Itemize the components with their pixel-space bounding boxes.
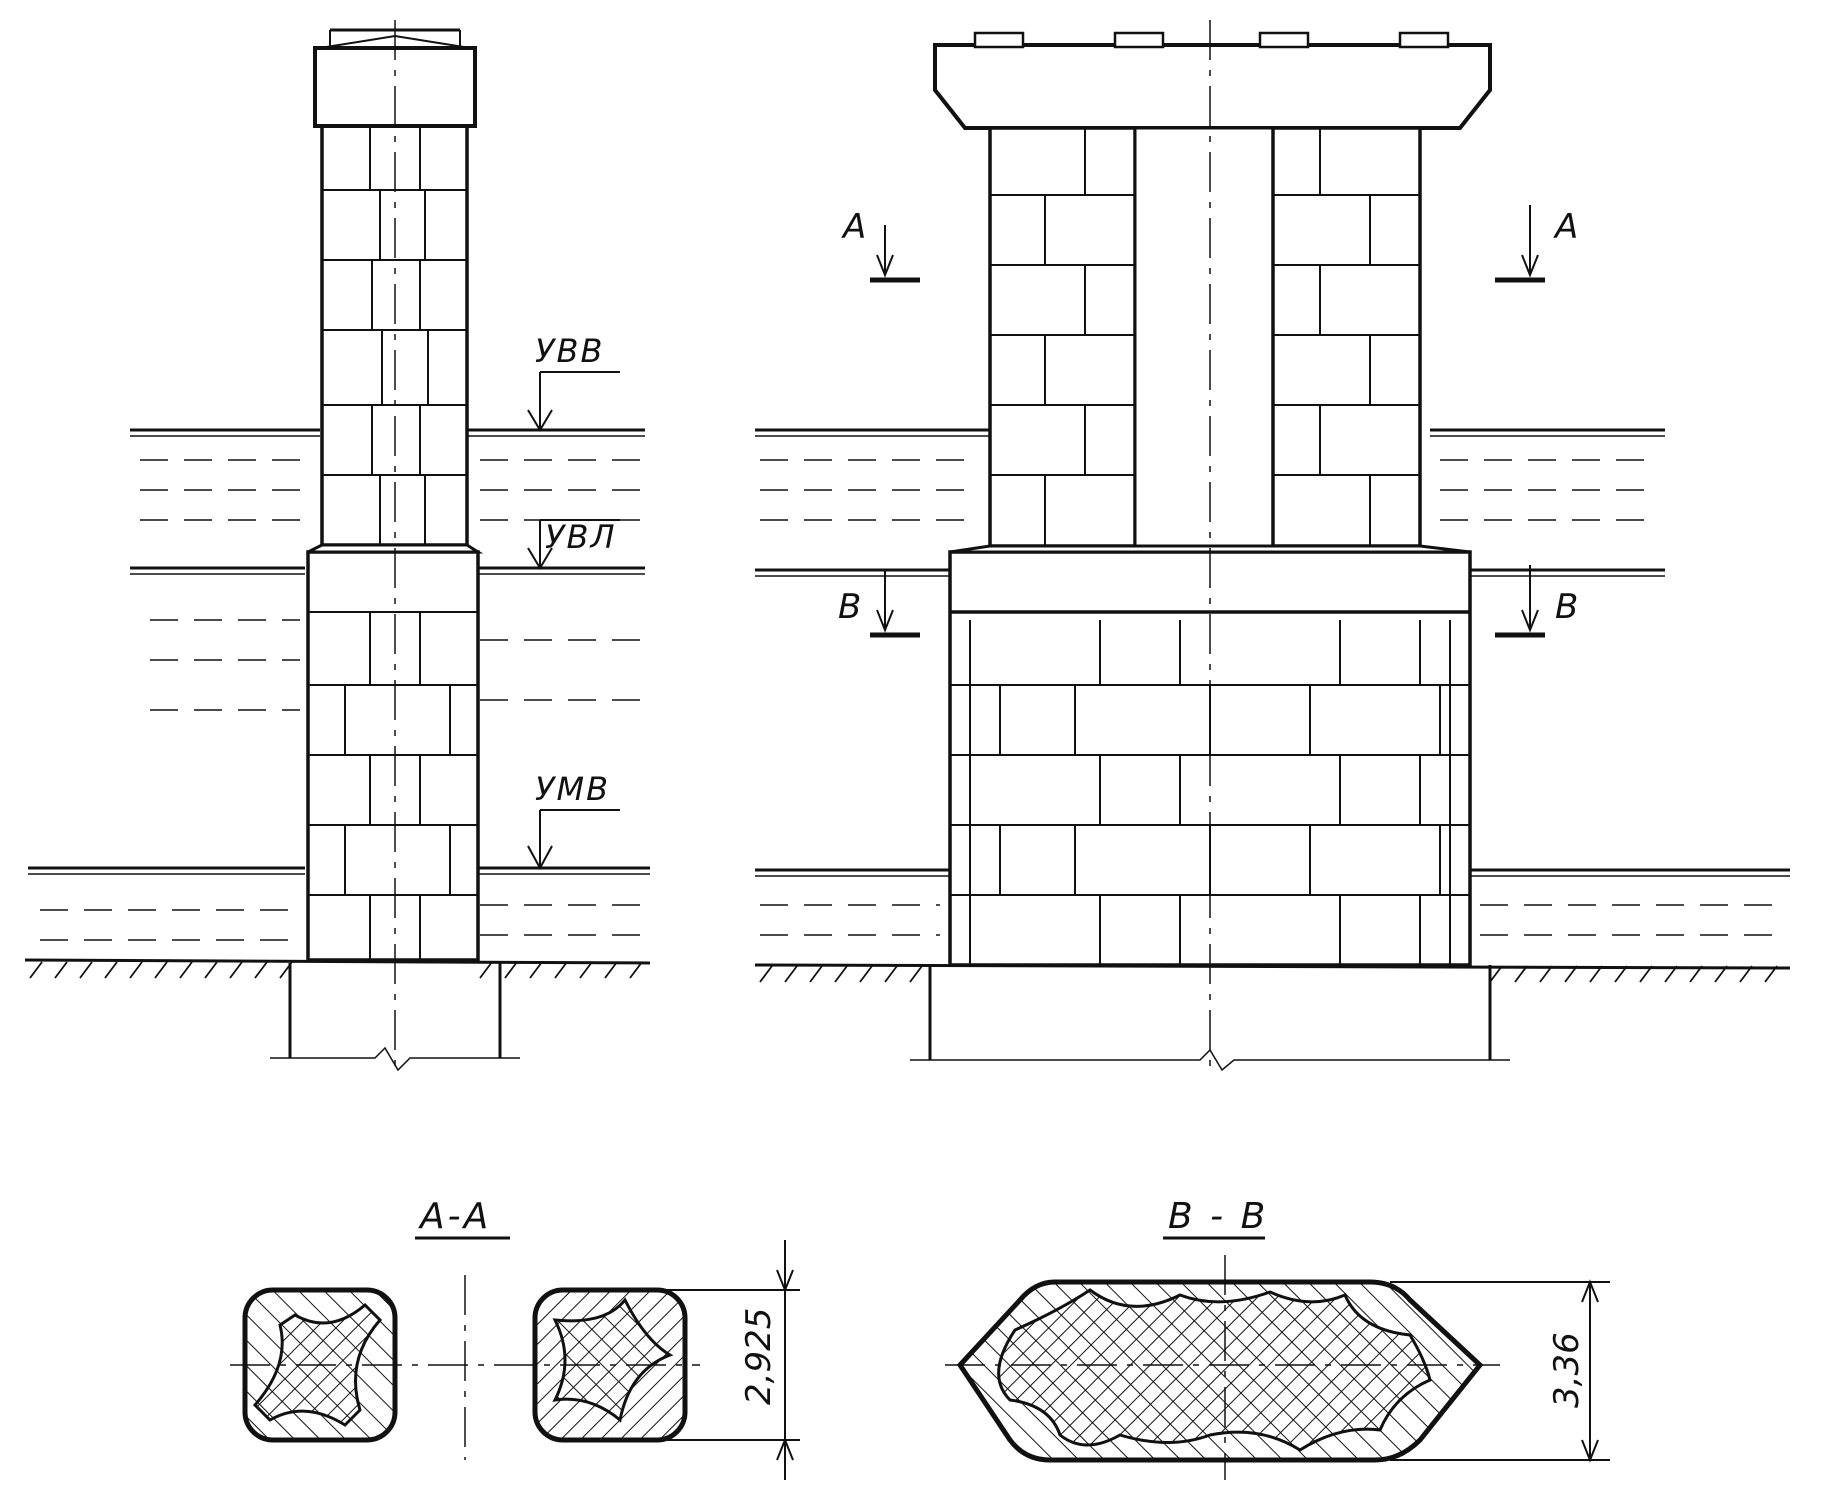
cut-label-b-left: В xyxy=(838,587,861,627)
cut-label-a-left: А xyxy=(841,207,866,247)
middle-slab xyxy=(1133,126,1275,548)
dimension-a-a-value: 2,925 xyxy=(739,1308,779,1405)
ground-right xyxy=(754,963,1791,983)
pier-cap-right xyxy=(933,31,1492,130)
cut-marker-a-right xyxy=(1495,205,1545,283)
cut-label-b-right: В xyxy=(1555,587,1578,627)
cut-marker-b-right xyxy=(1495,565,1545,638)
section-b-b: В - В 3,36 xyxy=(945,1196,1610,1480)
cut-marker-b-left xyxy=(870,570,920,638)
foundation-left xyxy=(270,963,520,1072)
cut-marker-a-left xyxy=(870,225,920,283)
section-a-a: А-А 2,925 xyxy=(230,1196,800,1480)
side-elevation: УВВ УВЛ УМВ xyxy=(24,20,651,1075)
water-lines-right xyxy=(755,428,1790,936)
dimension-a-a xyxy=(640,1240,800,1480)
ground-left xyxy=(24,958,651,979)
foundation-right xyxy=(910,965,1510,1072)
label-high-water: УВВ xyxy=(535,332,604,370)
level-marker-high-water xyxy=(527,371,620,432)
water-lines-left xyxy=(28,428,650,941)
level-marker-low-water xyxy=(527,809,620,871)
section-b-b-title: В - В xyxy=(1168,1196,1268,1237)
level-marker-ice xyxy=(527,519,620,570)
dimension-b-b-value: 3,36 xyxy=(1547,1332,1587,1408)
label-low-water: УМВ xyxy=(535,770,610,808)
cut-label-a-right: А xyxy=(1553,207,1578,247)
label-ice-level: УВЛ xyxy=(545,518,617,556)
front-elevation: А А В В xyxy=(754,20,1791,1075)
dimension-b-b xyxy=(1390,1279,1610,1463)
upper-column-right-a xyxy=(988,126,1137,548)
upper-column-right-b xyxy=(1271,126,1422,548)
section-b-b-shape xyxy=(956,1279,1484,1463)
lower-body-left xyxy=(306,543,484,962)
section-a-a-title: А-А xyxy=(418,1196,491,1237)
